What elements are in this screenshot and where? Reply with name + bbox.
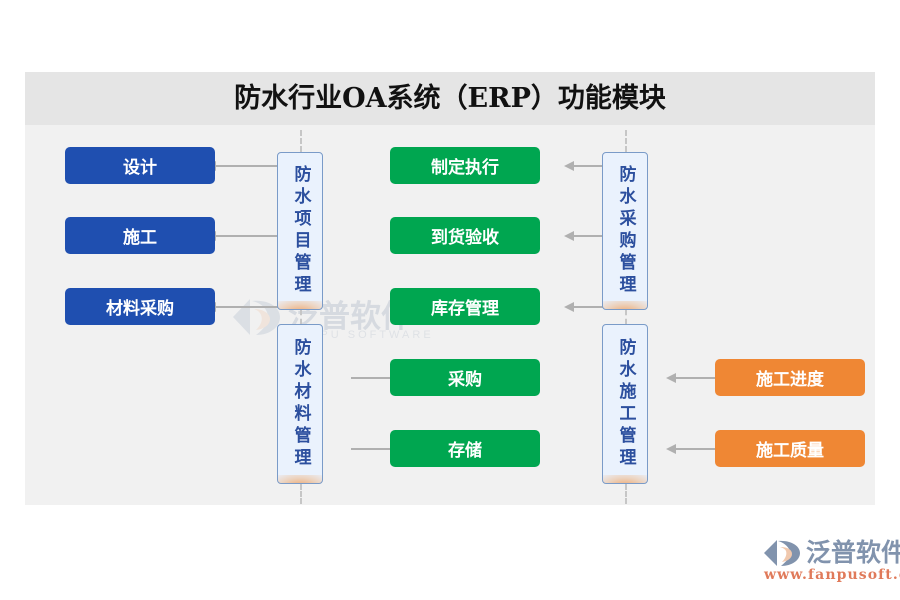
module-box-project-management[interactable]: 防水项目管理: [277, 152, 323, 310]
node-label: 施工质量: [756, 441, 824, 461]
fanpu-logo-icon: [764, 540, 800, 566]
node-label: 采购: [448, 370, 482, 390]
connector-purchase-goods-acceptance: [564, 231, 627, 241]
brand-url: www.fanpusoft.com: [764, 567, 900, 583]
connector-material-storage: [351, 448, 411, 450]
node-design[interactable]: 设计: [65, 147, 215, 184]
module-box-construction-management[interactable]: 防水施工管理: [602, 324, 648, 484]
arrow-left-icon: [564, 302, 574, 312]
node-material-purchase[interactable]: 材料采购: [65, 288, 215, 325]
node-label: 设计: [123, 158, 157, 178]
node-goods-acceptance[interactable]: 到货验收: [390, 217, 540, 254]
connector-purchase-inventory: [564, 302, 627, 312]
connector-purchase-plan-execution: [564, 161, 627, 171]
node-label: 材料采购: [106, 299, 174, 319]
arrow-left-icon: [666, 373, 676, 383]
dashed-guide-purchase-construction: [625, 310, 627, 324]
node-label: 到货验收: [431, 228, 499, 248]
node-procurement[interactable]: 采购: [390, 359, 540, 396]
brand-name: 泛普软件: [806, 538, 900, 567]
module-label: 防水施工管理: [615, 338, 636, 470]
node-label: 存储: [448, 441, 482, 461]
node-plan-execution[interactable]: 制定执行: [390, 147, 540, 184]
connector-construction-progress: [666, 373, 735, 383]
panel-header-band: [25, 72, 875, 125]
dashed-guide-construction-bottom: [625, 484, 627, 504]
node-storage[interactable]: 存储: [390, 430, 540, 467]
fanpu-logo-icon: [233, 299, 280, 335]
connector-construction-quality: [666, 444, 735, 454]
module-label: 防水采购管理: [615, 165, 636, 297]
module-label: 防水材料管理: [290, 338, 311, 470]
arrow-left-icon: [564, 161, 574, 171]
dashed-guide-project-material: [300, 310, 302, 324]
page-title: 防水行业OA系统（ERP）功能模块: [234, 83, 666, 114]
node-inventory-management[interactable]: 库存管理: [390, 288, 540, 325]
node-construction-progress[interactable]: 施工进度: [715, 359, 865, 396]
arrow-left-icon: [564, 231, 574, 241]
dashed-guide-material-bottom: [300, 484, 302, 504]
node-label: 制定执行: [431, 158, 499, 178]
module-box-purchase-management[interactable]: 防水采购管理: [602, 152, 648, 310]
brand-logo: 泛普软件 www.fanpusoft.com: [762, 535, 900, 591]
node-label: 施工进度: [756, 370, 824, 390]
dashed-guide-purchase-top: [625, 130, 627, 152]
dashed-guide-project-top: [300, 130, 302, 152]
node-label: 施工: [123, 228, 157, 248]
node-label: 库存管理: [431, 299, 499, 319]
node-construction[interactable]: 施工: [65, 217, 215, 254]
arrow-left-icon: [666, 444, 676, 454]
module-label: 防水项目管理: [290, 165, 311, 297]
node-construction-quality[interactable]: 施工质量: [715, 430, 865, 467]
module-box-material-management[interactable]: 防水材料管理: [277, 324, 323, 484]
connector-material-procurement: [351, 377, 411, 379]
diagram-panel: 防水行业OA系统（ERP）功能模块 泛普软件 FANPU SOFTWARE: [25, 72, 875, 505]
